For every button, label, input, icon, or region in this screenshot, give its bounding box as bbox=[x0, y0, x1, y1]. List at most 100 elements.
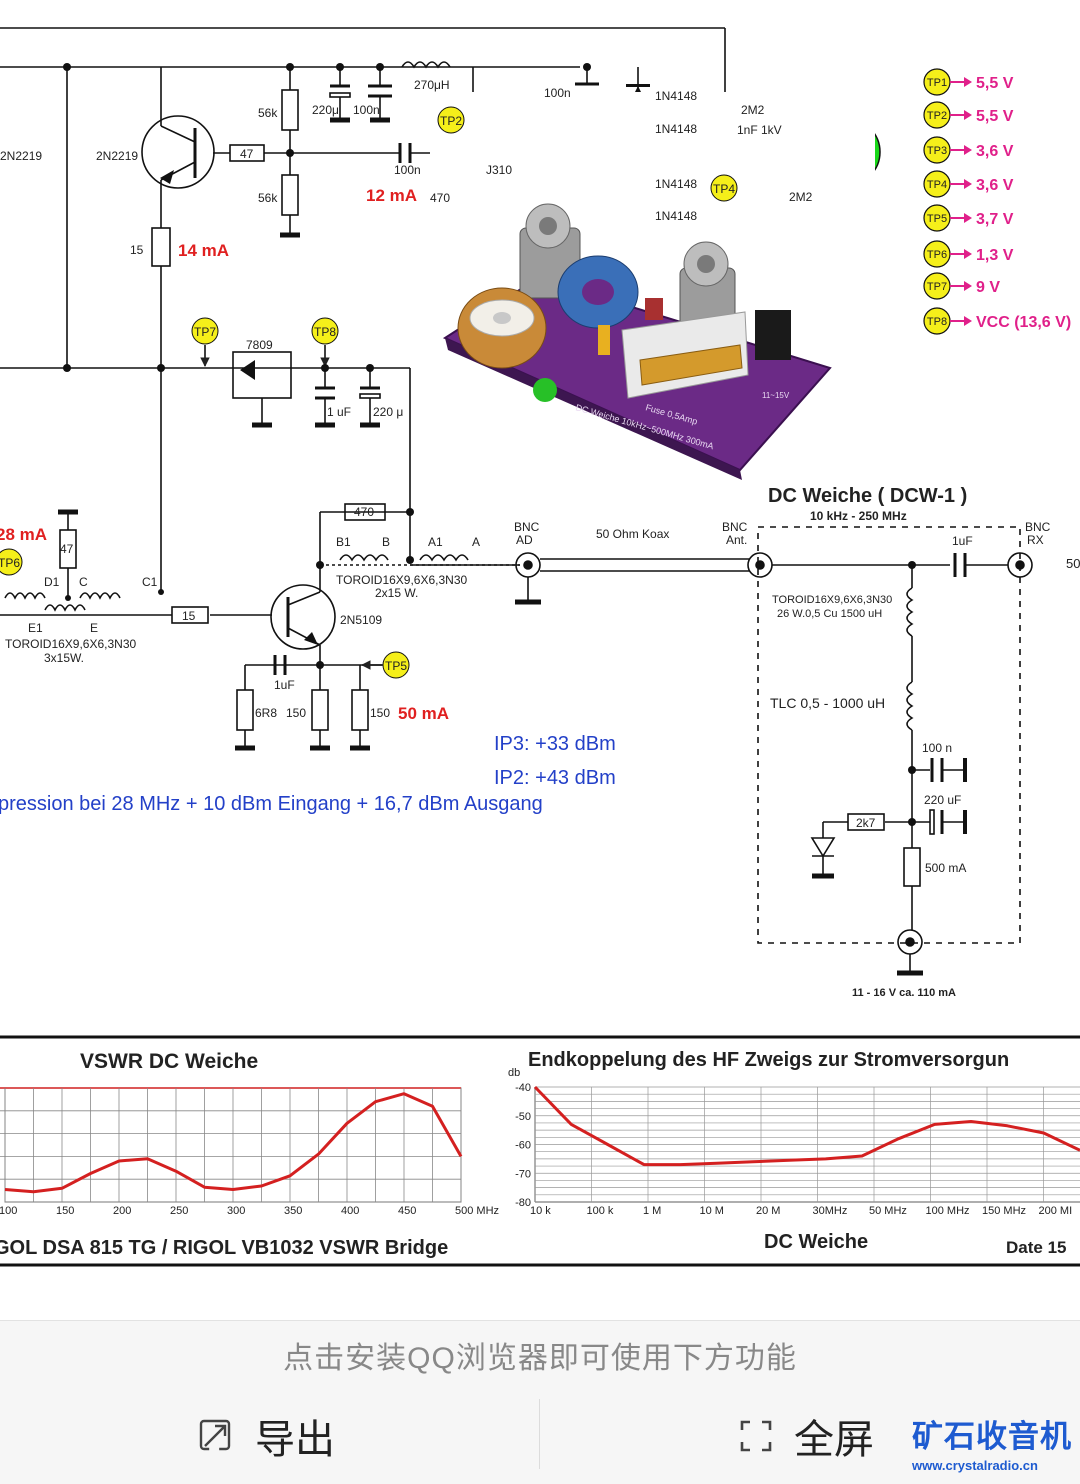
tp-legend-value: 5,5 V bbox=[976, 108, 1014, 125]
label-c220: 220μ bbox=[312, 103, 339, 117]
label-d4: 1N4148 bbox=[655, 209, 697, 223]
fullscreen-label: 全屏 bbox=[794, 1418, 874, 1462]
label-r2m2-top: 2M2 bbox=[741, 103, 765, 117]
bar-divider bbox=[539, 1399, 540, 1469]
tp-legend-value: 3,7 V bbox=[976, 211, 1014, 228]
export-button[interactable]: 导出 bbox=[195, 1401, 335, 1471]
coax-label: 50 Ohm Koax bbox=[596, 527, 669, 541]
endk-y-tick: -60 bbox=[515, 1140, 531, 1152]
label-r2m2-bot: 2M2 bbox=[789, 190, 813, 204]
bnc-ant-label: BNC bbox=[722, 520, 748, 534]
image-viewer[interactable]: B DC Weiche 10kHz~500MHz 300mA Fuse 0,5A… bbox=[0, 0, 1080, 1320]
endk-x-tick: 10 M bbox=[700, 1205, 724, 1217]
tp2-marker: TP2 bbox=[440, 114, 462, 128]
endk-y-tick: -70 bbox=[515, 1168, 531, 1180]
endk-db-unit: db bbox=[508, 1067, 520, 1079]
export-label: 导出 bbox=[255, 1418, 335, 1462]
label-r47: 47 bbox=[240, 147, 254, 161]
endk-y-tick: -40 bbox=[515, 1082, 531, 1094]
tp-legend-tag: TP1 bbox=[927, 77, 947, 89]
tp-legend-value: 1,3 V bbox=[976, 247, 1014, 264]
label-d2: 1N4148 bbox=[655, 122, 697, 136]
chart-footer-right: Date 15 bbox=[1006, 1238, 1066, 1257]
label-toroid1w: 3x15W. bbox=[44, 651, 84, 665]
endk-y-tick: -80 bbox=[515, 1197, 531, 1209]
tp-legend-arrow-head bbox=[964, 213, 972, 223]
tp4-marker: TP4 bbox=[713, 182, 735, 196]
tp-legend-tag: TP8 bbox=[927, 316, 947, 328]
current-14ma: 14 mA bbox=[178, 241, 229, 260]
endk-x-tick: 100 k bbox=[587, 1205, 614, 1217]
tp-legend-arrow-head bbox=[964, 281, 972, 291]
label-c1pin: C1 bbox=[142, 575, 158, 589]
label-bpin: B bbox=[382, 535, 390, 549]
tp-legend-tag: TP5 bbox=[927, 213, 947, 225]
current-50ma: 50 mA bbox=[398, 704, 449, 723]
tp-legend-tag: TP4 bbox=[927, 179, 947, 191]
tp-legend-value: 5,5 V bbox=[976, 75, 1014, 92]
pcb-photo: DC Weiche 10kHz~500MHz 300mA Fuse 0,5Amp… bbox=[430, 92, 875, 480]
label-c1nf: 1nF 1kV bbox=[737, 123, 782, 137]
tp-legend-arrow-head bbox=[964, 145, 972, 155]
dcw-tlc: TLC 0,5 - 1000 uH bbox=[770, 695, 885, 711]
label-fet: J310 bbox=[486, 163, 512, 177]
label-r470b: 470 bbox=[354, 505, 374, 519]
endk-x-tick: 150 MHz bbox=[982, 1205, 1026, 1217]
bnc-rx-label2: RX bbox=[1027, 533, 1044, 547]
tp-legend-value: 3,6 V bbox=[976, 143, 1014, 160]
label-apin: A bbox=[472, 535, 480, 549]
label-toroid2: TOROID16X9,6X6,3N30 bbox=[336, 573, 468, 587]
ip2-note: IP2: +43 dBm bbox=[494, 767, 616, 789]
install-hint: 点击安装QQ浏览器即可使用下方功能 bbox=[283, 1342, 797, 1375]
label-q-main: 2N2219 bbox=[96, 149, 138, 163]
dcw-c220uf: 220 uF bbox=[924, 793, 961, 807]
dcw-toroid-w: 26 W.0,5 Cu 1500 uH bbox=[777, 608, 882, 620]
label-r56-bot: 56k bbox=[258, 191, 278, 205]
tp5-marker: TP5 bbox=[385, 659, 407, 673]
current-12ma: 12 mA bbox=[366, 186, 417, 205]
dcw-fuse: 500 mA bbox=[925, 861, 966, 875]
endk-x-tick: 200 MI bbox=[1039, 1205, 1073, 1217]
vswr-x-tick: 500 MHz bbox=[455, 1205, 499, 1217]
dcw-title: DC Weiche ( DCW-1 ) bbox=[768, 485, 967, 507]
vswr-x-tick: 400 bbox=[341, 1205, 359, 1217]
export-icon bbox=[195, 1416, 235, 1456]
watermark-text: 矿石收音机 bbox=[912, 1419, 1072, 1454]
bnc-ad-label2: AD bbox=[516, 533, 533, 547]
endk-x-tick: 10 k bbox=[530, 1205, 551, 1217]
label-r470: 470 bbox=[430, 191, 450, 205]
tp-legend-tag: TP6 bbox=[927, 249, 947, 261]
tp-legend-tag: TP3 bbox=[927, 145, 947, 157]
label-toroid1: TOROID16X9,6X6,3N30 bbox=[5, 637, 137, 651]
bnc-ant-label2: Ant. bbox=[726, 533, 747, 547]
endk-x-tick: 1 M bbox=[643, 1205, 661, 1217]
label-r15b: 15 bbox=[182, 609, 196, 623]
label-reg: 7809 bbox=[246, 338, 273, 352]
label-r47b: 47 bbox=[60, 542, 74, 556]
tp-legend-arrow-head bbox=[964, 316, 972, 326]
label-e1pin: E1 bbox=[28, 621, 43, 635]
endk-series-line bbox=[533, 1085, 1080, 1167]
dcw-supply: 11 - 16 V ca. 110 mA bbox=[852, 987, 956, 999]
vswr-x-tick: 450 bbox=[398, 1205, 416, 1217]
ip3-note: IP3: +33 dBm bbox=[494, 733, 616, 755]
endk-y-tick: -50 bbox=[515, 1111, 531, 1123]
label-c220b: 220 μ bbox=[373, 405, 403, 419]
label-d1pin: D1 bbox=[44, 575, 60, 589]
fullscreen-button[interactable]: 全屏 bbox=[738, 1401, 874, 1471]
label-d3: 1N4148 bbox=[655, 177, 697, 191]
label-r6r8: 6R8 bbox=[255, 706, 277, 720]
watermark-url: www.crystalradio.cn bbox=[912, 1458, 1038, 1473]
endk-x-tick: 30MHz bbox=[813, 1205, 848, 1217]
fullscreen-icon bbox=[738, 1418, 774, 1454]
vswr-title: VSWR DC Weiche bbox=[80, 1050, 258, 1073]
label-q-left: 2N2219 bbox=[0, 149, 42, 163]
vswr-x-tick: 200 bbox=[113, 1205, 131, 1217]
tp-markers: TP2 TP4 TP7 TP8 TP6 TP5 bbox=[0, 106, 738, 679]
bnc-rx-label: BNC bbox=[1025, 520, 1051, 534]
dcw-toroid: TOROID16X9,6X6,3N30 bbox=[772, 594, 892, 606]
vswr-x-tick: 100 bbox=[0, 1205, 17, 1217]
vswr-x-tick: 300 bbox=[227, 1205, 245, 1217]
tp-legend-arrow-head bbox=[964, 110, 972, 120]
